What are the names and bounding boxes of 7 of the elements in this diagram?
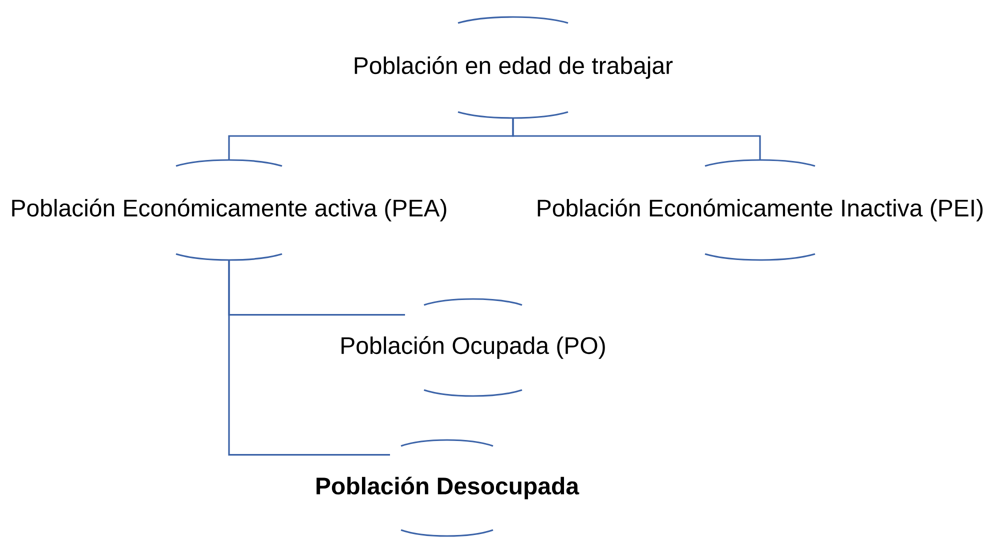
bracketed-label: Población en edad de trabajar <box>354 16 673 119</box>
connector-line <box>228 260 390 456</box>
bracketed-label: Población Económicamente activa (PEA) <box>12 159 446 261</box>
bracketed-label: Población Ocupada (PO) <box>342 298 605 397</box>
connector-line <box>512 118 761 160</box>
bracketed-label: Población Desocupada <box>316 439 580 537</box>
bracketed-label: Población Económicamente Inactiva (PEI) <box>538 159 983 261</box>
